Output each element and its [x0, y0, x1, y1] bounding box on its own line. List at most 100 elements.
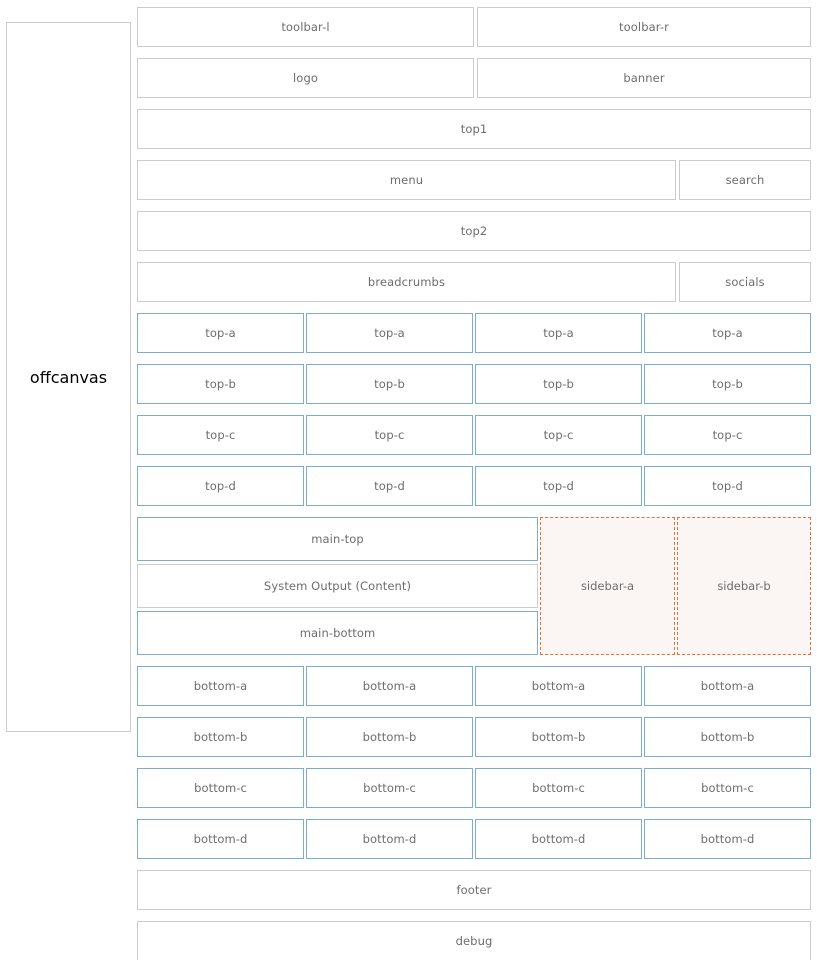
bottom-a-cell-1[interactable]: bottom-a [137, 666, 304, 706]
bottom-c-cell-2[interactable]: bottom-c [306, 768, 473, 808]
sidebar-a-label: sidebar-a [580, 579, 635, 593]
sidebar-a-region[interactable]: sidebar-a [540, 517, 675, 655]
toolbar-right-label: toolbar-r [619, 20, 669, 34]
top-d-label-3: top-d [543, 479, 574, 493]
logo-label: logo [293, 71, 318, 85]
footer-row: footer [137, 870, 811, 910]
brand-row: logo banner [137, 58, 811, 98]
footer-label: footer [456, 883, 492, 897]
banner-region[interactable]: banner [477, 58, 811, 98]
top-b-cell-4[interactable]: top-b [644, 364, 811, 404]
system-output-label: System Output (Content) [263, 579, 412, 593]
top-d-label-1: top-d [205, 479, 236, 493]
bottom-d-cell-2[interactable]: bottom-d [306, 819, 473, 859]
top-d-cell-4[interactable]: top-d [644, 466, 811, 506]
bottom-d-cell-1[interactable]: bottom-d [137, 819, 304, 859]
top-b-cell-2[interactable]: top-b [306, 364, 473, 404]
top-d-cell-1[interactable]: top-d [137, 466, 304, 506]
bottom-a-cell-3[interactable]: bottom-a [475, 666, 642, 706]
bottom-a-cell-2[interactable]: bottom-a [306, 666, 473, 706]
bottom-b-cell-3[interactable]: bottom-b [475, 717, 642, 757]
bottom-b-label-1: bottom-b [193, 730, 248, 744]
debug-region[interactable]: debug [137, 921, 811, 960]
breadcrumb-label: breadcrumbs [367, 275, 446, 289]
bottom-a-label-2: bottom-a [362, 679, 417, 693]
bottom-a-label-4: bottom-a [700, 679, 755, 693]
main-block: main-top System Output (Content) main-bo… [137, 517, 811, 655]
top-a-label-3: top-a [543, 326, 574, 340]
bottom-c-cell-4[interactable]: bottom-c [644, 768, 811, 808]
top-a-cell-2[interactable]: top-a [306, 313, 473, 353]
menu-region[interactable]: menu [137, 160, 676, 200]
top-d-label-2: top-d [374, 479, 405, 493]
top-a-label-1: top-a [205, 326, 236, 340]
top1-row: top1 [137, 109, 811, 149]
top2-label: top2 [460, 224, 488, 238]
toolbar-right-region[interactable]: toolbar-r [477, 7, 811, 47]
bottom-b-cell-4[interactable]: bottom-b [644, 717, 811, 757]
top-c-cell-2[interactable]: top-c [306, 415, 473, 455]
top-c-cell-1[interactable]: top-c [137, 415, 304, 455]
toolbar-left-label: toolbar-l [281, 20, 330, 34]
top-c-cell-3[interactable]: top-c [475, 415, 642, 455]
bottom-b-cell-2[interactable]: bottom-b [306, 717, 473, 757]
top1-region[interactable]: top1 [137, 109, 811, 149]
logo-region[interactable]: logo [137, 58, 474, 98]
top2-region[interactable]: top2 [137, 211, 811, 251]
debug-label: debug [455, 934, 493, 948]
top-b-cell-1[interactable]: top-b [137, 364, 304, 404]
bottom-d-label-4: bottom-d [700, 832, 755, 846]
page-stack: toolbar-l toolbar-r logo banner top1 men… [137, 7, 811, 960]
top-d-cell-3[interactable]: top-d [475, 466, 642, 506]
bottom-c-label-3: bottom-c [532, 781, 585, 795]
top-b-cell-3[interactable]: top-b [475, 364, 642, 404]
main-bottom-label: main-bottom [299, 626, 376, 640]
bottom-c-cell-3[interactable]: bottom-c [475, 768, 642, 808]
socials-label: socials [725, 275, 765, 289]
toolbar-left-region[interactable]: toolbar-l [137, 7, 474, 47]
bottom-a-label-1: bottom-a [193, 679, 248, 693]
top-d-cell-2[interactable]: top-d [306, 466, 473, 506]
top-a-cell-4[interactable]: top-a [644, 313, 811, 353]
sidebar-b-label: sidebar-b [717, 579, 771, 593]
bottom-d-label-2: bottom-d [362, 832, 417, 846]
top-c-label-4: top-c [712, 428, 743, 442]
bottom-d-cell-3[interactable]: bottom-d [475, 819, 642, 859]
top-c-row: top-c top-c top-c top-c [137, 415, 811, 455]
bottom-b-cell-1[interactable]: bottom-b [137, 717, 304, 757]
top-b-label-1: top-b [205, 377, 236, 391]
top-c-cell-4[interactable]: top-c [644, 415, 811, 455]
bottom-a-label-3: bottom-a [531, 679, 586, 693]
top-d-label-4: top-d [712, 479, 743, 493]
top-a-label-4: top-a [712, 326, 743, 340]
top-a-cell-1[interactable]: top-a [137, 313, 304, 353]
search-label: search [725, 173, 765, 187]
top-c-label-1: top-c [205, 428, 236, 442]
footer-region[interactable]: footer [137, 870, 811, 910]
system-output-content[interactable]: System Output (Content) [137, 564, 538, 608]
socials-region[interactable]: socials [679, 262, 811, 302]
bottom-c-cell-1[interactable]: bottom-c [137, 768, 304, 808]
search-region[interactable]: search [679, 160, 811, 200]
sidebar-b-region[interactable]: sidebar-b [677, 517, 811, 655]
main-top-region[interactable]: main-top [137, 517, 538, 561]
bottom-c-label-4: bottom-c [701, 781, 754, 795]
toolbar-row: toolbar-l toolbar-r [137, 7, 811, 47]
nav-row: menu search [137, 160, 811, 200]
bottom-b-label-2: bottom-b [362, 730, 417, 744]
offcanvas-region[interactable]: offcanvas [6, 22, 131, 732]
bottom-c-label-2: bottom-c [363, 781, 416, 795]
top-a-cell-3[interactable]: top-a [475, 313, 642, 353]
top-b-label-2: top-b [374, 377, 405, 391]
top-b-label-4: top-b [712, 377, 743, 391]
main-top-label: main-top [311, 532, 364, 546]
bottom-d-cell-4[interactable]: bottom-d [644, 819, 811, 859]
breadcrumb[interactable]: breadcrumbs [137, 262, 676, 302]
bottom-b-label-4: bottom-b [700, 730, 755, 744]
main-bottom-region[interactable]: main-bottom [137, 611, 538, 655]
bottom-a-cell-4[interactable]: bottom-a [644, 666, 811, 706]
debug-row: debug [137, 921, 811, 960]
top1-label: top1 [460, 122, 488, 136]
bottom-b-label-3: bottom-b [531, 730, 586, 744]
top-c-label-2: top-c [374, 428, 405, 442]
